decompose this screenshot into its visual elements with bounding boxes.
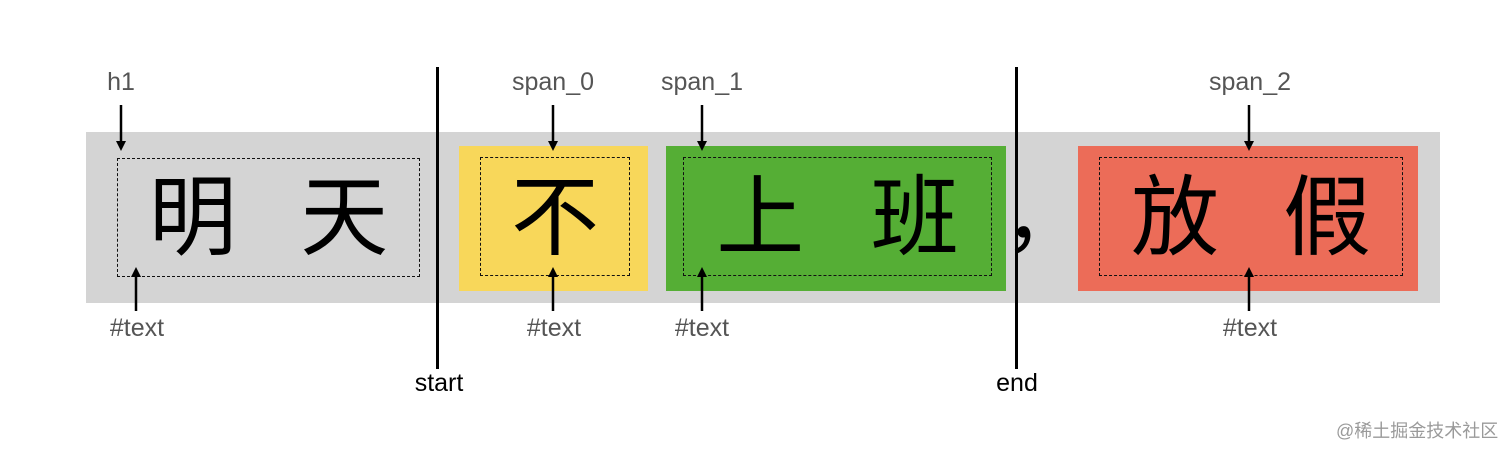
span-1-text: 上 班	[683, 160, 992, 276]
start-label: start	[414, 369, 464, 397]
span-1-text-node-outline	[683, 157, 992, 276]
span-2-label: span_2	[1208, 68, 1292, 96]
span-0-label: span_0	[511, 68, 595, 96]
span-1-text-node-label: #text	[674, 314, 730, 342]
span-2-box	[1078, 146, 1418, 291]
span-0-text-node-label: #text	[526, 314, 582, 342]
span-2-char-1: 放	[1130, 166, 1219, 269]
span-1-label: span_1	[660, 68, 744, 96]
end-label: end	[996, 369, 1038, 397]
h1-text-node-outline	[117, 158, 420, 277]
range-start-line	[436, 67, 439, 369]
h1-char-2: 天	[300, 166, 389, 269]
h1-text-node-label: #text	[109, 314, 165, 342]
span-0-box	[459, 146, 648, 291]
h1-text: 明 天	[117, 160, 420, 276]
span-1-char-2: 班	[870, 166, 959, 269]
span-2-text-node-label: #text	[1222, 314, 1278, 342]
watermark: @稀土掘金技术社区	[1336, 421, 1499, 441]
h1-label: h1	[107, 68, 135, 96]
span-0-text: 不	[480, 160, 630, 276]
span-2-text: 放 假	[1099, 160, 1403, 276]
span-2-char-2: 假	[1282, 166, 1371, 269]
h1-char-1: 明	[148, 166, 237, 269]
span-1-box	[666, 146, 1006, 291]
span-1-char-1: 上	[716, 166, 805, 269]
range-end-line	[1015, 67, 1018, 369]
span-0-char-1: 不	[510, 166, 599, 269]
